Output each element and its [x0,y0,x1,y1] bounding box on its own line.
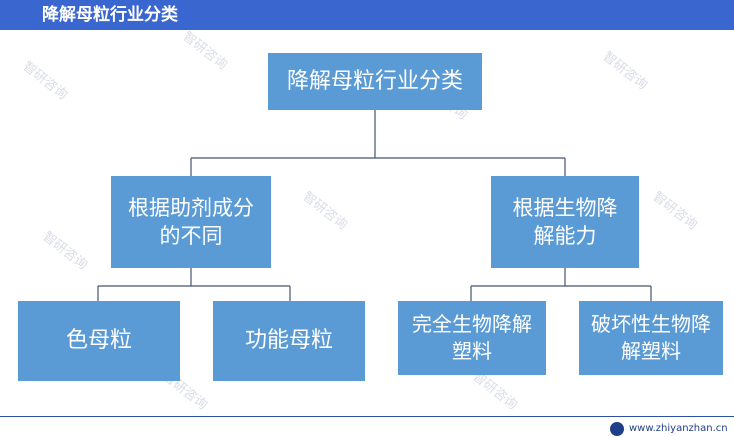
root-node: 降解母粒行业分类 [268,53,482,110]
header-bar: 降解母粒行业分类 [0,0,734,30]
node-by-biodegradability: 根据生物降解能力 [491,176,639,268]
node-by-additive-composition: 根据助剂成分的不同 [111,176,271,268]
footer-url: www.zhiyanzhan.cn [629,423,728,434]
footer-divider [0,416,734,417]
node-fully-biodegradable-plastic: 完全生物降解塑料 [398,301,546,375]
node-destructive-biodegradable-plastic: 破坏性生物降解塑料 [579,301,723,375]
node-functional-masterbatch: 功能母粒 [213,301,365,381]
page-title: 降解母粒行业分类 [42,5,178,25]
node-color-masterbatch: 色母粒 [18,301,180,381]
zhiyan-logo-icon [610,422,624,436]
